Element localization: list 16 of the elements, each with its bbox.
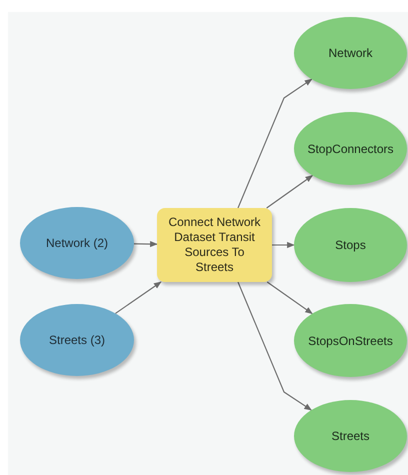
arrow	[134, 240, 158, 248]
node-label: Connect Network Dataset Transit Sources To Streets	[167, 215, 262, 275]
arrow	[238, 78, 312, 208]
node-label: Streets	[330, 428, 370, 445]
node-label: Streets (3)	[48, 332, 106, 349]
arrow	[115, 282, 162, 314]
arrow	[266, 282, 313, 314]
node-label: StopConnectors	[306, 140, 395, 158]
arrow	[266, 175, 314, 208]
node-label: Network (2)	[44, 235, 109, 252]
arrow	[238, 282, 312, 411]
process-box	[157, 208, 272, 282]
node-label: Network	[327, 45, 374, 62]
node-label: Stops	[334, 237, 367, 254]
arrow	[272, 242, 295, 248]
node-label: StopsOnStreets	[307, 332, 394, 350]
